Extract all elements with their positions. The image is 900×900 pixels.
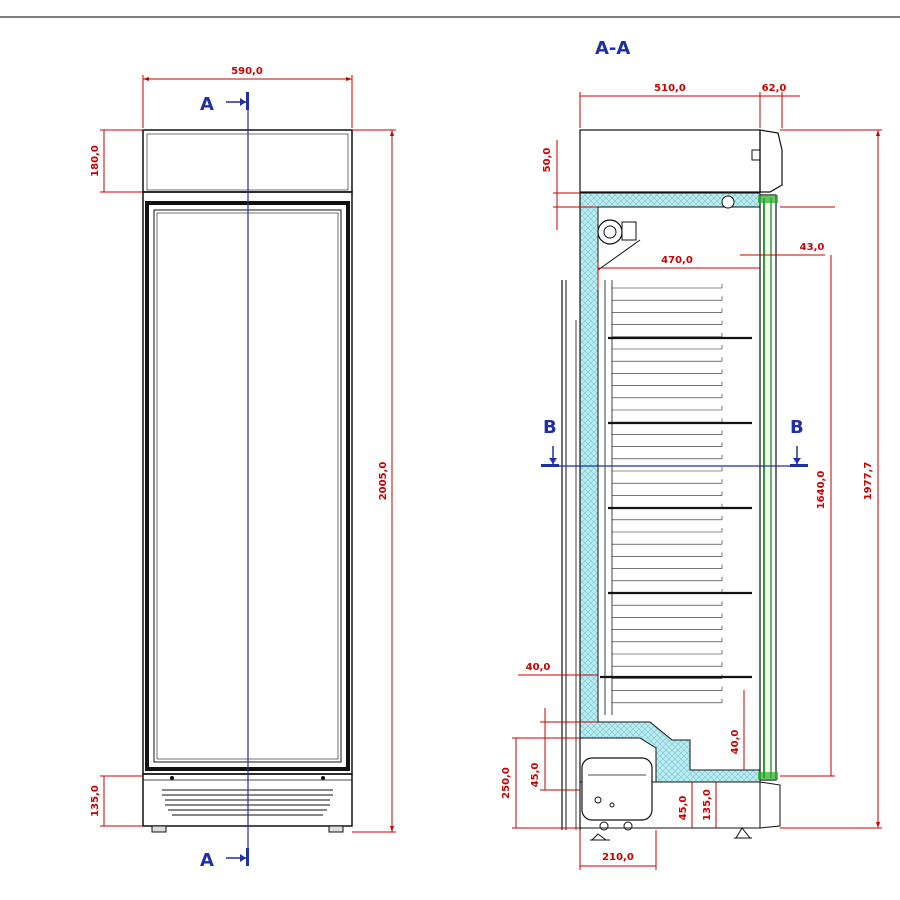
- svg-text:40,0: 40,0: [526, 662, 551, 673]
- dim-section-step-bottom: 45,0: [678, 782, 693, 828]
- dim-section-door-gap: 43,0: [740, 242, 825, 256]
- section-a-bottom-label: A: [200, 850, 214, 871]
- svg-text:45,0: 45,0: [530, 763, 541, 788]
- front-foot-left: [151, 825, 167, 833]
- dim-section-total-height: 1977,7: [780, 129, 882, 829]
- section-foot-right: [735, 827, 752, 839]
- svg-text:2005,0: 2005,0: [378, 462, 389, 501]
- cabinet-insulation: [579, 192, 761, 783]
- dim-front-top-panel: 180,0: [90, 129, 143, 193]
- dim-section-step-left: 45,0: [530, 708, 598, 791]
- svg-text:590,0: 590,0: [231, 66, 263, 77]
- section-door: [759, 194, 777, 781]
- compressor-icon: [581, 757, 653, 831]
- svg-text:50,0: 50,0: [542, 148, 553, 173]
- dim-section-compressor-width: 210,0: [579, 830, 657, 870]
- svg-text:250,0: 250,0: [501, 767, 512, 799]
- svg-text:1640,0: 1640,0: [816, 471, 827, 510]
- dim-front-base: 135,0: [90, 775, 143, 827]
- dim-section-door-depth: 62,0: [760, 83, 800, 128]
- svg-text:135,0: 135,0: [90, 785, 101, 817]
- front-foot-right: [328, 825, 344, 833]
- dim-front-width: 590,0: [142, 66, 353, 128]
- front-view: A A 590,0 180,0 2005,0: [90, 66, 396, 871]
- section-a-top-label: A: [200, 94, 214, 115]
- dim-section-bottom-insulation: 40,0: [730, 690, 745, 770]
- svg-text:210,0: 210,0: [602, 852, 634, 863]
- dim-section-top-insulation: 50,0: [542, 140, 598, 230]
- section-aa-title: A-A: [595, 38, 630, 59]
- shelf-rails: [604, 280, 613, 715]
- evaporator-fan-icon: [597, 219, 641, 271]
- section-b-left-label: B: [543, 417, 557, 438]
- dim-section-back-wall: 40,0: [518, 662, 598, 676]
- svg-text:470,0: 470,0: [661, 255, 693, 266]
- svg-text:180,0: 180,0: [90, 145, 101, 177]
- svg-text:1977,7: 1977,7: [863, 462, 874, 501]
- svg-text:510,0: 510,0: [654, 83, 686, 94]
- dim-section-compressor-bay: 250,0: [501, 737, 580, 829]
- section-foot-left: [590, 833, 608, 841]
- section-view-aa: A-A: [501, 38, 882, 870]
- svg-text:62,0: 62,0: [762, 83, 787, 94]
- dim-section-inner-depth: 470,0: [597, 255, 760, 290]
- svg-text:45,0: 45,0: [678, 796, 689, 821]
- dim-section-depth: 510,0: [579, 83, 761, 128]
- section-b-right-label: B: [790, 417, 804, 438]
- dim-section-base: 135,0: [702, 782, 717, 828]
- svg-text:135,0: 135,0: [702, 789, 713, 821]
- svg-text:43,0: 43,0: [800, 242, 825, 253]
- dim-section-inner-height: 1640,0: [780, 206, 835, 777]
- dim-front-total-height: 2005,0: [352, 129, 396, 833]
- section-top-canopy: [579, 129, 761, 193]
- shelf-positions: [612, 284, 723, 704]
- svg-text:40,0: 40,0: [730, 730, 741, 755]
